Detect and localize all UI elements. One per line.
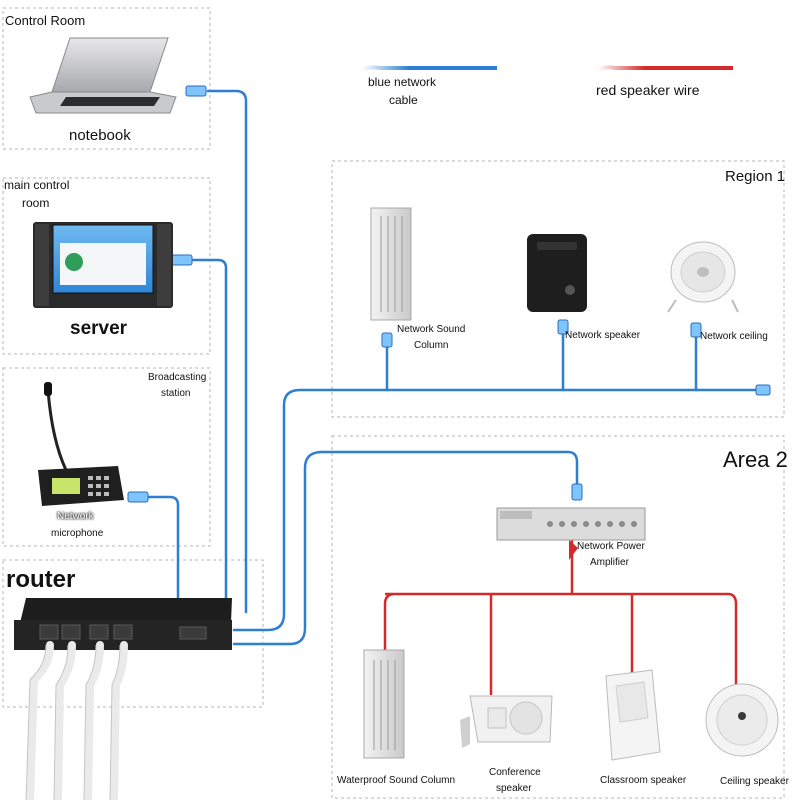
legend bbox=[361, 65, 733, 72]
ceiling-speaker bbox=[705, 683, 779, 757]
area2-device1-label: Waterproof Sound Column bbox=[337, 775, 456, 786]
wire-bus bbox=[383, 592, 738, 690]
main-control-room-title-line2: room bbox=[22, 196, 50, 210]
router-box bbox=[2, 559, 264, 708]
router-device bbox=[14, 598, 232, 800]
cable-region1 bbox=[232, 388, 762, 632]
notebook-device bbox=[29, 37, 177, 114]
legend-blue-label-line2: cable bbox=[389, 93, 418, 107]
rj45-connectors bbox=[127, 85, 771, 503]
area2-device2-line2: speaker bbox=[496, 783, 532, 794]
network-cables bbox=[144, 89, 762, 646]
network-sound-column bbox=[370, 207, 412, 321]
waterproof-sound-column bbox=[363, 649, 405, 759]
area2-box bbox=[331, 435, 785, 799]
control-room-box bbox=[2, 7, 211, 150]
region1-device2-label: Network speaker bbox=[565, 330, 641, 341]
microphone-label-line1: Network bbox=[57, 511, 94, 522]
main-control-room-box bbox=[2, 177, 211, 355]
region1-title: Region 1 bbox=[725, 168, 786, 185]
amplifier-label-line1: Network Power bbox=[577, 541, 645, 552]
speaker-wires bbox=[383, 537, 738, 695]
cable-notebook bbox=[206, 89, 248, 614]
cable-microphone bbox=[144, 495, 180, 602]
legend-red-swatch bbox=[597, 65, 733, 72]
cable-area2 bbox=[232, 450, 579, 646]
red-wire-flag bbox=[569, 540, 578, 560]
amplifier-label-line2: Amplifier bbox=[590, 557, 629, 568]
notebook-label: notebook bbox=[69, 127, 131, 144]
area2-device2-line1: Conference bbox=[489, 767, 541, 778]
control-room-title: Control Room bbox=[5, 13, 86, 28]
conference-speaker bbox=[460, 695, 553, 748]
area2-device3-label: Classroom speaker bbox=[600, 775, 687, 786]
classroom-speaker bbox=[605, 669, 661, 761]
server-label: server bbox=[70, 318, 128, 339]
broadcasting-box bbox=[2, 367, 211, 547]
network-ceiling-speaker bbox=[667, 241, 739, 313]
main-control-room-title-line1: main control bbox=[4, 178, 70, 192]
network-speaker bbox=[527, 234, 587, 312]
cable-server bbox=[191, 258, 228, 620]
legend-blue-label-line1: blue network bbox=[368, 75, 437, 89]
region1-device3-label: Network ceiling bbox=[700, 331, 768, 342]
area2-title: Area 2 bbox=[723, 447, 788, 472]
microphone-device bbox=[38, 382, 124, 506]
router-label: router bbox=[6, 566, 76, 593]
section-borders bbox=[2, 7, 785, 799]
broadcasting-title-line2: station bbox=[161, 388, 191, 399]
area2-device4-label: Ceiling speaker bbox=[720, 776, 789, 787]
network-power-amplifier bbox=[496, 507, 646, 541]
legend-red-label: red speaker wire bbox=[596, 82, 700, 98]
region1-device1-line1: Network Sound bbox=[397, 324, 466, 335]
legend-blue-swatch bbox=[361, 65, 497, 72]
server-device bbox=[33, 222, 173, 308]
microphone-label-line2: microphone bbox=[51, 528, 104, 539]
broadcasting-title-line1: Broadcasting bbox=[148, 372, 207, 383]
region1-device1-line2: Column bbox=[414, 340, 449, 351]
